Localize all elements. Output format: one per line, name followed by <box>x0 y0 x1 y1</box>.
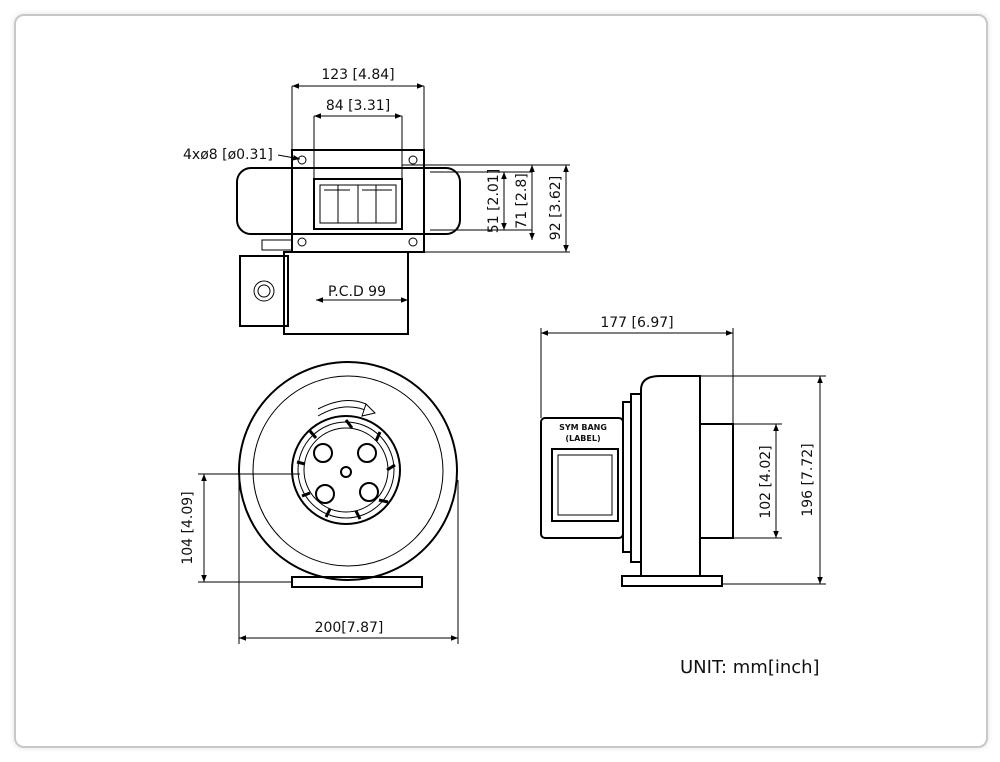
dim-bolt-height: 71 [2.8] <box>514 173 530 228</box>
side-view: SYM BANG (LABEL) 177 [6.97] 102 [4.02] 1… <box>540 315 826 587</box>
terminal-box <box>239 255 289 327</box>
dim-front-height: 104 [4.09] <box>180 491 196 564</box>
impeller <box>291 415 401 525</box>
top-view: 123 [4.84] 84 [3.31] 4xø8 [ø0.31] 51 [2.… <box>183 67 570 335</box>
drawing-frame <box>14 14 988 748</box>
scroll-housing <box>238 361 458 581</box>
impeller-blades <box>296 419 396 520</box>
dim-flange-width: 84 [3.31] <box>326 98 390 114</box>
inlet <box>699 423 734 539</box>
mounting-base <box>291 576 423 588</box>
bolt-hole <box>408 155 418 165</box>
lower-housing <box>283 251 409 335</box>
label-text-2: (LABEL) <box>565 434 600 443</box>
bolt-hole <box>297 155 307 165</box>
dim-inlet: 102 [4.02] <box>758 445 774 518</box>
dim-pcd: P.C.D 99 <box>328 284 386 300</box>
outlet-opening <box>313 178 403 230</box>
bolt-hole <box>297 237 307 247</box>
dim-front-width: 200[7.87] <box>315 620 384 636</box>
front-view: 104 [4.09] 200[7.87] <box>180 361 459 644</box>
dim-depth: 177 [6.97] <box>600 315 673 331</box>
dim-overall-width: 123 [4.84] <box>321 67 394 83</box>
bolt-hole <box>408 237 418 247</box>
dim-holes: 4xø8 [ø0.31] <box>183 147 273 163</box>
dim-outlet-height: 51 [2.01] <box>486 169 502 233</box>
label-window <box>551 448 619 522</box>
dim-side-height: 196 [7.72] <box>800 443 816 516</box>
unit-note: UNIT: mm[inch] <box>680 657 820 678</box>
label-text-1: SYM BANG <box>559 423 607 432</box>
motor-body <box>236 167 461 235</box>
dim-flange-height: 92 [3.62] <box>548 176 564 240</box>
fan-housing <box>640 375 701 577</box>
side-base <box>621 575 723 587</box>
